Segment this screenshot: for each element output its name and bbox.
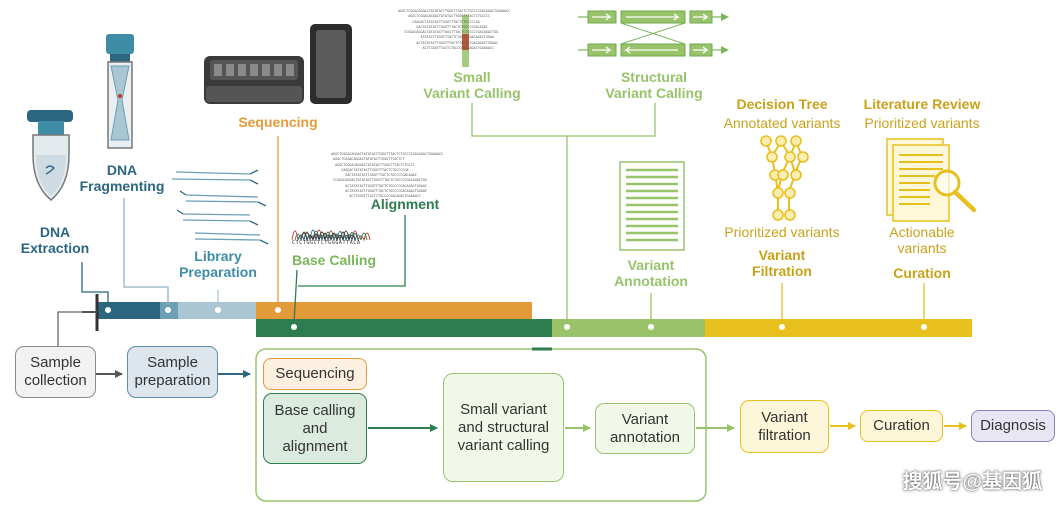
literature-review-icon — [886, 138, 977, 222]
chromatogram-icon — [291, 229, 371, 242]
small-variant-reads-icon — [462, 15, 469, 67]
flow-diagnosis: Diagnosis — [971, 410, 1055, 442]
connector-lines — [57, 103, 925, 346]
dna-extraction-tube-icon — [27, 110, 73, 201]
small-variant-reads: AGGCTCGGACAGGACTATATACTTGGGTTTACTCTGCCCC… — [398, 9, 511, 51]
chromatogram-sequence: CTCTGGCTCTGGGATTACA — [292, 240, 361, 246]
sequencer-icon — [204, 24, 352, 104]
timeline — [82, 294, 972, 337]
flow-containers — [255, 347, 707, 502]
flow-arrows — [96, 370, 967, 432]
label-prioritized-variants-review: Prioritized variants — [864, 115, 980, 131]
label-decision-tree: Decision Tree — [736, 96, 828, 112]
decision-tree-icon — [760, 135, 809, 221]
flow-sequencing: Sequencing — [263, 358, 367, 390]
label-alignment: Alignment — [370, 196, 440, 212]
label-base-calling: Base Calling — [291, 252, 377, 268]
timeline-markers — [103, 305, 929, 332]
library-fragments-icon — [171, 169, 269, 245]
label-curation: Curation — [893, 265, 951, 281]
annotation-sheet-icon — [619, 161, 685, 251]
dna-fragmenting-tube-icon — [106, 34, 134, 149]
label-prioritized-variants-tree: Prioritized variants — [724, 224, 840, 240]
flow-curation: Curation — [860, 410, 943, 442]
label-sequencing: Sequencing — [238, 114, 318, 130]
structural-variant-diagram-icon — [578, 10, 729, 57]
watermark: 搜狐号@基因狐 — [902, 471, 1042, 493]
alignment-reads: AGGCTCGGACAGGACTATATACTTGGGTTTACTCTGCCCC… — [331, 152, 444, 199]
label-literature-review: Literature Review — [863, 96, 981, 112]
label-annotated-variants: Annotated variants — [723, 115, 841, 131]
